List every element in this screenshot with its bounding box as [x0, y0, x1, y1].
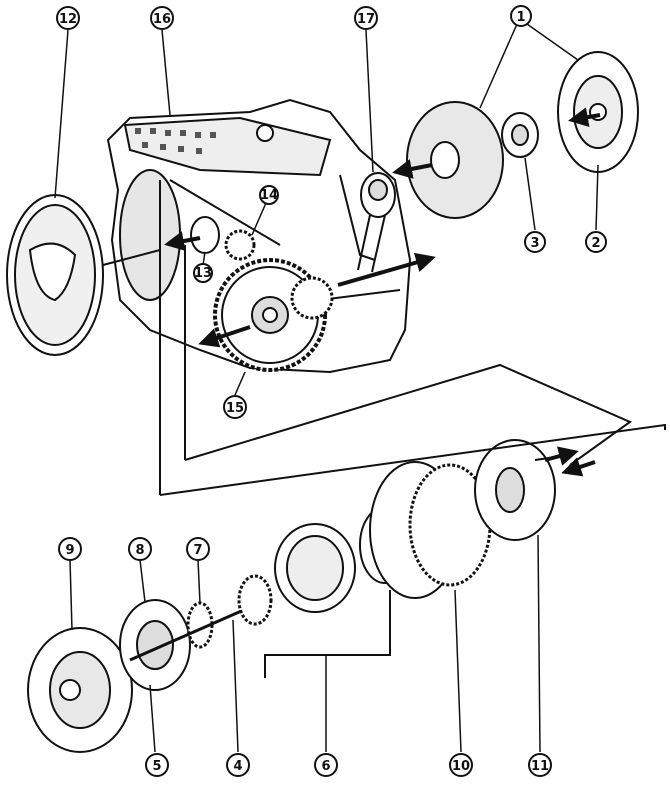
transmission-case — [106, 98, 412, 374]
part-1-2-3-pump — [406, 51, 639, 219]
svg-text:2: 2 — [591, 236, 600, 251]
callout-6: 6 — [314, 753, 338, 777]
callout-4: 4 — [226, 753, 250, 777]
svg-text:13: 13 — [194, 266, 212, 281]
svg-text:6: 6 — [321, 759, 330, 774]
part-12-cover — [6, 194, 161, 356]
callout-1: 1 — [510, 5, 532, 27]
svg-text:16: 16 — [153, 12, 171, 27]
callout-9: 9 — [58, 537, 82, 561]
svg-text:14: 14 — [260, 188, 278, 203]
callout-12: 12 — [56, 6, 80, 30]
svg-text:8: 8 — [135, 543, 144, 558]
callout-leaders — [54, 23, 599, 753]
callout-14: 14 — [259, 185, 279, 205]
callout-10: 10 — [449, 753, 473, 777]
svg-text:5: 5 — [152, 759, 161, 774]
svg-text:1: 1 — [516, 10, 525, 25]
svg-text:12: 12 — [59, 12, 77, 27]
callout-5: 5 — [145, 753, 169, 777]
svg-text:3: 3 — [530, 236, 539, 251]
svg-text:7: 7 — [193, 543, 202, 558]
arrows — [164, 107, 601, 477]
callout-16: 16 — [150, 6, 174, 30]
guide-lines — [159, 179, 666, 678]
svg-text:9: 9 — [65, 543, 74, 558]
callout-7: 7 — [186, 537, 210, 561]
callout-2: 2 — [585, 231, 607, 253]
callout-8: 8 — [128, 537, 152, 561]
callout-11: 11 — [528, 753, 552, 777]
svg-text:11: 11 — [531, 759, 549, 774]
callout-13: 13 — [193, 263, 213, 283]
svg-text:17: 17 — [357, 12, 375, 27]
callout-15: 15 — [223, 395, 247, 419]
part-15-gear — [213, 258, 334, 372]
svg-text:15: 15 — [226, 401, 244, 416]
callout-3: 3 — [524, 231, 546, 253]
callouts: 12 16 17 1 3 2 14 13 15 9 8 7 5 4 6 10 1… — [56, 5, 607, 777]
svg-text:4: 4 — [233, 759, 242, 774]
part-13-14-gears — [190, 216, 256, 261]
svg-text:10: 10 — [452, 759, 470, 774]
lower-parts — [27, 439, 556, 753]
part-17 — [357, 172, 396, 273]
callout-17: 17 — [354, 6, 378, 30]
